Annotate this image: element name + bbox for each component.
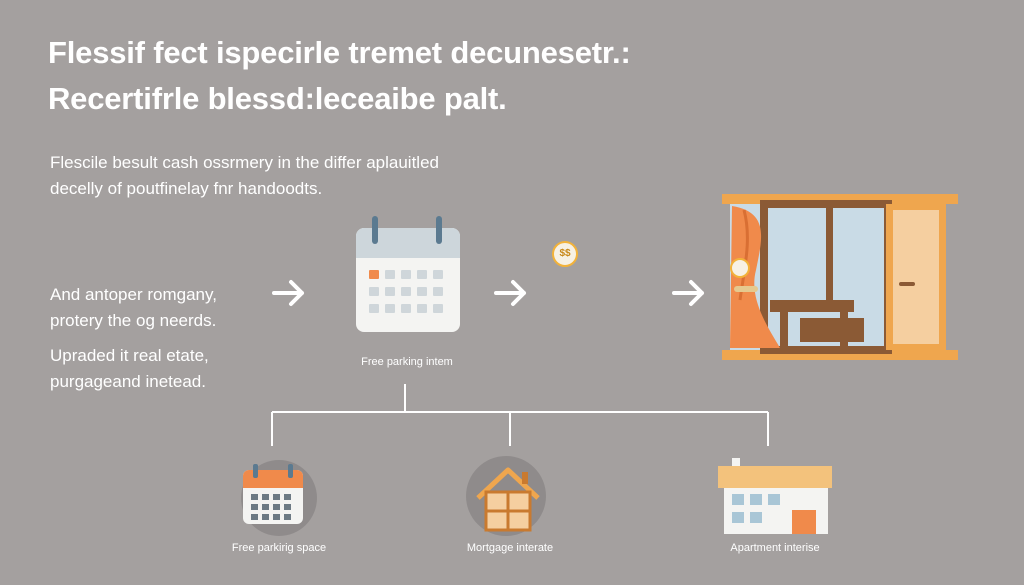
arrow-right-icon <box>494 280 526 306</box>
bottom-label-mortgage: Mortgage interate <box>466 542 554 554</box>
connector-lines <box>271 384 769 446</box>
building-icon <box>718 458 832 534</box>
coin-icon: $$ <box>552 241 578 267</box>
side-note-1-line-1: And antoper romgany, <box>50 285 217 304</box>
side-note-1: And antoper romgany, protery the og neer… <box>50 282 217 334</box>
bottom-label-apartment: Apartment interise <box>730 542 820 554</box>
side-note-2: Upraded it real etate, purgageand inetea… <box>50 343 209 395</box>
page-title: Flessif fect ispecirle tremet decunesetr… <box>48 30 631 122</box>
side-note-2-line-2: purgageand inetead. <box>50 372 206 391</box>
side-note-2-line-1: Upraded it real etate, <box>50 346 209 365</box>
house-icon <box>466 456 546 536</box>
center-caption: Free parking intem <box>361 356 453 368</box>
intro-line-1: Flescile besult cash ossrmery in the dif… <box>50 153 439 172</box>
side-note-1-line-2: protery the og neerds. <box>50 311 217 330</box>
intro-text: Flescile besult cash ossrmery in the dif… <box>50 150 439 202</box>
arrow-right-icon <box>272 280 304 306</box>
bottom-label-parking: Free parkirig space <box>231 542 327 554</box>
title-line-2: Recertifrle blessd:leceaibe palt. <box>48 81 507 116</box>
title-line-1: Flessif fect ispecirle tremet decunesetr… <box>48 35 631 70</box>
window-room-illustration <box>722 194 958 360</box>
intro-line-2: decelly of poutfinelay fnr handoodts. <box>50 179 323 198</box>
calendar-icon <box>356 216 460 332</box>
arrow-right-icon <box>672 280 704 306</box>
calendar-icon <box>241 460 317 536</box>
